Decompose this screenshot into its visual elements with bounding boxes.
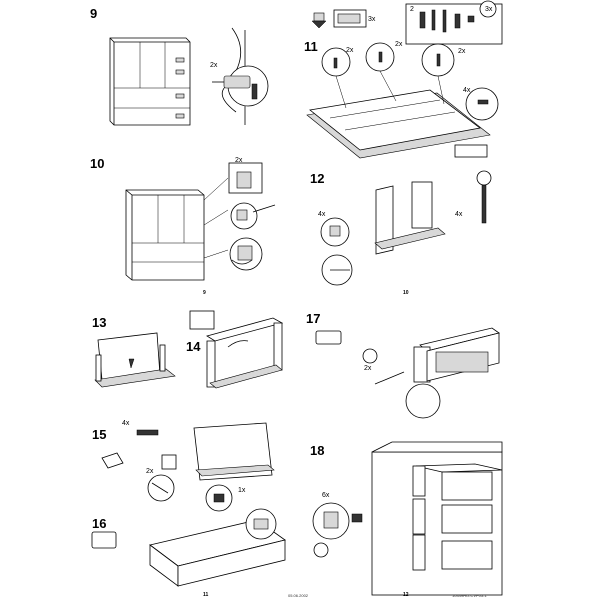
step-number: 13 <box>92 315 107 330</box>
quantity-label: 6x <box>322 492 330 499</box>
step-9-illustration <box>109 27 269 126</box>
step-number: 18 <box>310 443 325 458</box>
page-number: 11 <box>203 592 209 598</box>
step-12-illustration <box>320 170 492 286</box>
quantity-label: 2x <box>210 62 218 69</box>
step-13-illustration <box>94 332 176 388</box>
step-number: 17 <box>306 311 321 326</box>
step-number: 14 <box>186 339 201 354</box>
quantity-label: 4x <box>463 87 471 94</box>
step-11-illustration <box>306 0 503 159</box>
step-14-illustration <box>189 310 284 389</box>
step-number: 16 <box>92 516 107 531</box>
quantity-label: 4x <box>122 420 130 427</box>
quantity-label: 4x <box>318 211 326 218</box>
quantity-label: 2x <box>395 41 403 48</box>
step-number: 11 <box>304 39 318 54</box>
quantity-label: 2x <box>146 468 154 475</box>
step-16-illustration <box>91 484 286 587</box>
kit-label: 2 <box>410 6 414 13</box>
quantity-label: 3x <box>485 6 493 13</box>
step-number: 12 <box>310 171 325 186</box>
quantity-label: 1x <box>238 487 246 494</box>
quantity-label: 2x <box>364 365 372 372</box>
step-number: 9 <box>90 6 98 21</box>
quantity-label: 3x <box>368 16 376 23</box>
step-number: 10 <box>90 156 105 171</box>
step-17-illustration <box>315 327 500 419</box>
page-number: 10 <box>403 290 409 296</box>
quantity-label: 2x <box>346 47 354 54</box>
quantity-label: 4x <box>455 211 463 218</box>
step-18-illustration <box>312 441 503 596</box>
quantity-label: 2x <box>458 48 466 55</box>
quantity-label: 2x <box>235 157 243 164</box>
step-number: 15 <box>92 427 107 442</box>
step-15-illustration <box>101 422 275 502</box>
step-10-illustration <box>125 162 276 281</box>
footer-date: 05.06.2002 <box>288 593 309 598</box>
page-number: 12 <box>403 592 409 598</box>
footer-code: 10449HO-CVP05-1 <box>452 593 487 598</box>
page-number: 9 <box>203 290 206 296</box>
